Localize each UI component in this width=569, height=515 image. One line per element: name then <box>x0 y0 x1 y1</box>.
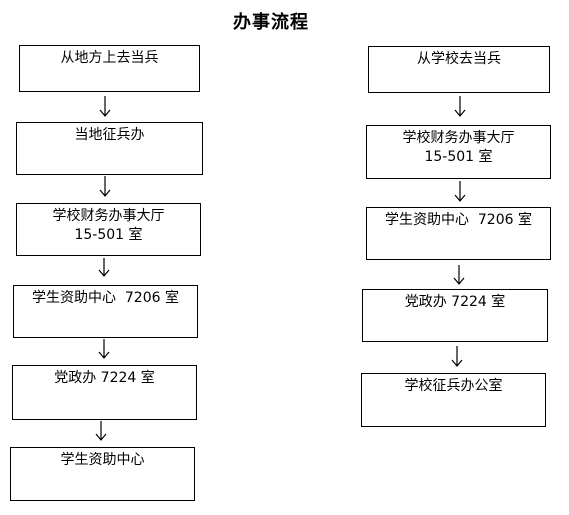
step-label: 党政办 7224 室 <box>54 370 155 386</box>
flow-step-right-3: 学生资助中心 7206 室 <box>366 207 551 260</box>
arrow-down-icon <box>95 421 107 441</box>
flow-step-left-5: 党政办 7224 室 <box>12 365 197 420</box>
step-label: 学生资助中心 7206 室 <box>32 290 179 306</box>
flow-step-left-6: 学生资助中心 <box>10 447 195 501</box>
flow-step-right-4: 党政办 7224 室 <box>362 289 548 342</box>
arrow-down-icon <box>98 258 110 277</box>
flow-step-right-2: 学校财务办事大厅 15-501 室 <box>366 125 551 179</box>
arrow-down-icon <box>451 346 463 367</box>
flow-step-left-4: 学生资助中心 7206 室 <box>13 285 198 338</box>
step-label: 学校征兵办公室 <box>404 378 503 394</box>
step-label-line-2: 15-501 室 <box>424 149 493 165</box>
step-label: 学校财务办事大厅 <box>402 130 515 146</box>
arrow-down-icon <box>454 181 466 202</box>
step-label: 学校财务办事大厅 <box>52 208 165 224</box>
arrow-down-icon <box>98 339 110 359</box>
flow-step-left-2: 当地征兵办 <box>16 122 203 175</box>
arrow-down-icon <box>99 176 111 197</box>
flow-step-right-1: 从学校去当兵 <box>368 46 550 93</box>
flow-step-right-5: 学校征兵办公室 <box>361 373 546 427</box>
arrow-down-icon <box>454 96 466 117</box>
step-label: 从学校去当兵 <box>417 51 501 67</box>
step-label: 当地征兵办 <box>74 127 145 143</box>
step-label: 学生资助中心 7206 室 <box>385 212 532 228</box>
arrow-down-icon <box>453 265 465 285</box>
step-label: 学生资助中心 <box>60 452 145 468</box>
step-label-line-2: 15-501 室 <box>74 227 143 243</box>
flow-step-left-3: 学校财务办事大厅 15-501 室 <box>16 203 201 256</box>
step-label: 从地方上去当兵 <box>60 50 159 66</box>
page-title: 办事流程 <box>233 12 309 33</box>
arrow-down-icon <box>99 96 111 117</box>
flow-step-left-1: 从地方上去当兵 <box>19 45 200 92</box>
step-label: 党政办 7224 室 <box>404 294 506 310</box>
